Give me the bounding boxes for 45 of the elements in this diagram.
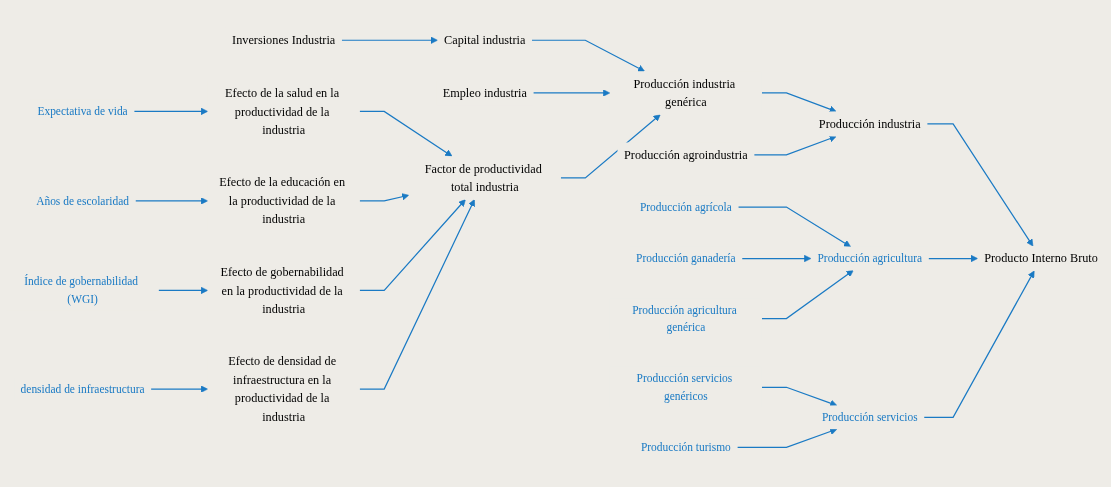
node-text: Producción servicios (821, 411, 918, 424)
arrow (761, 92, 837, 113)
arrow (531, 39, 645, 72)
node-text: Factor de productividad total industria (424, 161, 542, 194)
node-text: Producción agricultura genérica (632, 303, 737, 334)
node-text: Producción turismo (640, 441, 731, 454)
arrow (359, 199, 466, 291)
arrow (737, 206, 851, 247)
node-text: Producción servicios genéricos (636, 372, 733, 402)
arrow (341, 36, 438, 44)
node-text: Efecto de la salud en la productividad de la industria (225, 86, 340, 137)
arrow (532, 89, 611, 97)
arrow (359, 110, 453, 157)
arrow (761, 270, 854, 320)
node-text: Producción agrícola (639, 200, 732, 214)
node-text: Inversiones Industria (232, 33, 336, 47)
node-text: Expectativa de vida (37, 105, 128, 118)
arrow (150, 385, 208, 393)
node-text: Índice de gobernabilidad (WGI) (24, 275, 139, 306)
arrow (157, 286, 208, 294)
arrow (359, 199, 475, 390)
arrow (560, 114, 661, 179)
arrow (923, 270, 1035, 418)
node-text: Producto Interno Bruto (984, 251, 1098, 265)
node-text: Efecto de densidad de infraestructura en la productividad de la industria (228, 354, 337, 424)
arrow (926, 123, 1034, 247)
node-text: Producción ganadería (636, 252, 736, 265)
node-text: densidad de infraestructura (20, 382, 145, 396)
arrow (736, 428, 838, 448)
arrow (359, 193, 410, 202)
node-text: Efecto de gobernabilidad en la productividad de la industria (220, 265, 344, 316)
node-text: Capital industria (444, 33, 526, 47)
arrow (761, 386, 838, 407)
arrow (741, 254, 812, 263)
arrow (753, 135, 837, 156)
arrow (134, 197, 208, 205)
node-text: Producción agricultura (817, 252, 923, 265)
arrow (133, 107, 208, 115)
node-text: Empleo industria (442, 86, 527, 100)
arrow (927, 254, 978, 263)
node-text: Producción industria (818, 117, 921, 131)
node-text: Producción agroindustria (624, 148, 748, 162)
node-text: Años de escolaridad (36, 194, 129, 208)
node-text: Producción industria genérica (633, 77, 736, 109)
node-text: Efecto de la educación en la productividad de la industria (219, 175, 346, 226)
